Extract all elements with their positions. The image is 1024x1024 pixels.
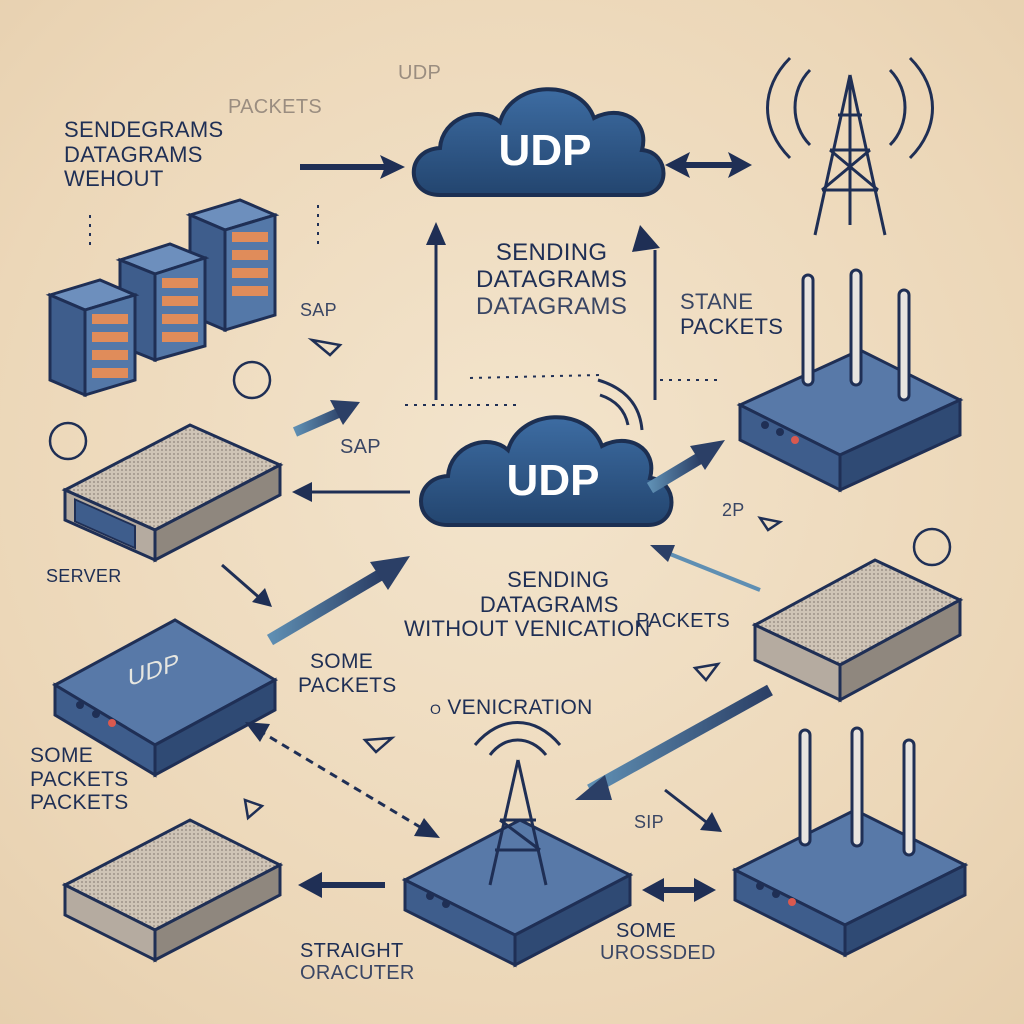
sap-upper-label: SAP [300,300,337,320]
some-urossded-line-2: UROSSDED [600,942,716,965]
arrow-icon [300,155,405,179]
center-top-line-3: DATAGRAMS [476,292,628,320]
some-packets-left-line-1: SOME [30,744,94,767]
arrow-icon [575,684,773,800]
arrow-icon [632,225,660,400]
top-left-line-2: DATAGRAMS [64,141,203,167]
arrow-icon [266,556,410,646]
faint-udp-label: UDP [398,62,442,84]
some-packets-left-label: SOME PACKETS PACKETS [30,744,129,815]
server-label: SERVER [46,566,122,586]
arrow-icon [292,400,360,437]
switch-icon [61,423,284,563]
center-mid-line-1: SENDING [507,567,610,592]
sap-mid-label: SAP [340,436,381,458]
center-mid-label: SENDING DATAGRAMS WITHOUT VENICATION [404,567,651,642]
decorative-circles [48,360,952,567]
switch-icon [61,818,284,963]
center-mid-line-3: WITHOUT VENICATION [404,616,651,642]
venicration-text: VENICRATION [447,696,593,719]
some-packets-mid-label: SOME PACKETS [298,650,397,697]
arrow-icon [646,440,725,494]
zp-label: 2P [722,500,745,520]
straight-line-1: STRAIGHT [300,940,404,962]
some-urossded-label: SOME UROSSDED [600,920,716,965]
wireless-access-point-icon [401,721,634,968]
arrow-icon [642,878,716,902]
cloud-middle-label: UDP [506,456,600,505]
stane-line-1: STANE [680,289,754,314]
top-left-label: SENDEGRAMS DATAGRAMS WEHOUT [64,117,224,192]
antenna-tower-icon [766,56,934,236]
sip-label: SIP [634,812,664,832]
straight-line-2: ORACUTER [300,962,415,985]
stane-packets-label: STANE PACKETS [680,289,784,339]
packet-icons [243,337,784,821]
some-packets-left-line-2: PACKETS [30,767,129,791]
arrow-icon [245,722,440,838]
arrow-icon [221,563,272,607]
switch-icon [751,558,964,703]
center-mid-line-2: DATAGRAMS [479,591,619,617]
top-left-line-1: SENDEGRAMS [64,117,224,142]
stane-line-2: PACKETS [680,313,784,339]
arrow-icon [664,788,722,832]
cloud-top-label: UDP [498,126,592,175]
signal-waves-icon [597,378,644,431]
router-icon [731,726,969,958]
straight-label: STRAIGHT ORACUTER [300,940,415,985]
center-top-line-1: SENDING [495,239,608,266]
packets-right-label: PACKETS [636,610,730,632]
faint-packets-label: PACKETS [228,96,322,118]
arrow-icon [650,545,761,592]
udp-cloud-top-icon [411,87,666,197]
some-packets-left-line-3: PACKETS [30,791,129,815]
arrow-icon [426,222,446,400]
router-icon [736,268,964,493]
arrow-icon [298,872,385,898]
some-packets-mid-line-2: PACKETS [298,673,397,697]
some-urossded-line-1: SOME [616,920,677,942]
center-top-label: SENDING DATAGRAMS DATAGRAMS [476,239,628,321]
server-rack-icon [45,198,280,398]
arrow-icon [292,482,410,502]
arrow-icon [665,152,752,178]
venicration-label: o VENICRATION [430,696,593,719]
some-packets-mid-line-1: SOME [310,650,374,673]
top-left-line-3: WEHOUT [64,166,164,192]
center-top-line-2: DATAGRAMS [476,265,628,293]
connector-lines [89,205,720,406]
udp-device-icon [51,618,279,778]
